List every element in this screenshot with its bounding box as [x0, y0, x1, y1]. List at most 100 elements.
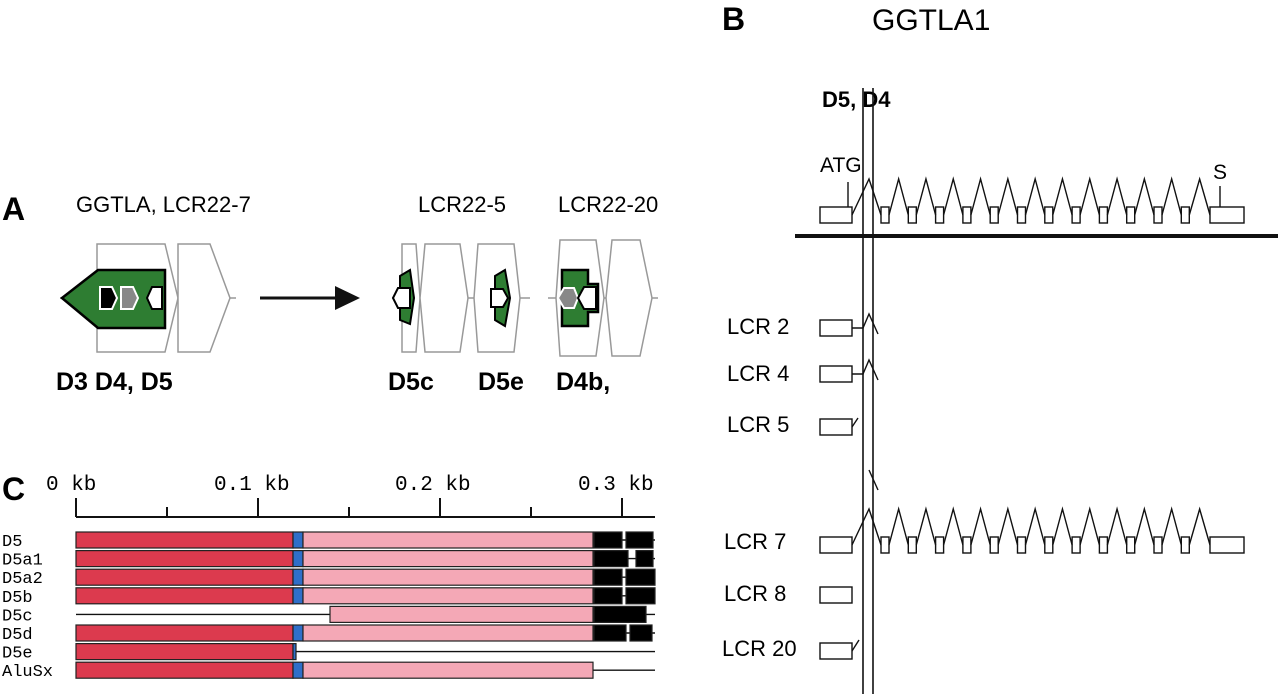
track-segment-blue	[292, 531, 304, 549]
d5-d4-label: D5, D4	[822, 87, 891, 112]
group2-segments	[391, 243, 530, 353]
exon	[1016, 206, 1027, 224]
label-d4b: D4b,	[556, 368, 610, 396]
track-segment-pink	[302, 549, 594, 568]
atg-label: ATG	[820, 154, 862, 177]
track-row: D5	[2, 531, 655, 552]
axis-ruler	[75, 498, 655, 518]
s-label: S	[1213, 161, 1227, 184]
group1-segments	[60, 243, 236, 353]
track-segment-red	[75, 549, 294, 568]
track-segment-black	[625, 568, 656, 586]
track-row: D5d	[2, 624, 655, 645]
group3-title: LCR22-20	[558, 192, 658, 217]
track-segment-black	[635, 549, 654, 568]
track-segment-pink	[302, 624, 594, 642]
lcr-exon	[819, 319, 853, 337]
exon	[1016, 536, 1027, 554]
label-d5c: D5c	[388, 368, 434, 396]
track-segment-black	[629, 624, 653, 642]
lcr-exon	[819, 418, 853, 436]
track-segment-pink	[302, 587, 594, 605]
lcr22-7-outline	[177, 243, 231, 353]
exon	[880, 206, 890, 224]
track-row: D5b	[2, 587, 656, 608]
group1-title: GGTLA, LCR22-7	[76, 192, 251, 217]
panel-c: C 0 kb 0.1 kb 0.2 kb 0.3 kb D5D5a1D5a2D5…	[2, 471, 656, 682]
track-segment-black	[593, 605, 647, 624]
track-segment-blue	[292, 549, 304, 568]
track-segment-black	[625, 587, 656, 605]
exon	[962, 536, 972, 554]
lcr-exon	[819, 586, 853, 604]
track-row: D5a1	[2, 549, 655, 571]
track-segment-red	[75, 624, 294, 642]
exon	[1180, 206, 1191, 224]
lcr-row-label: LCR 4	[727, 361, 789, 386]
track-segment-red	[75, 568, 294, 586]
track-row: AluSx	[2, 661, 655, 682]
lcr-rows: LCR 2 LCR 4 LCR 5 LCR 7 LCR 8 LCR 20	[722, 312, 1245, 661]
track-segment-blue	[292, 587, 304, 605]
track-segment-red	[75, 661, 294, 679]
panel-b: B GGTLA1 D5, D4 ATG S LCR 2 LCR 4 LCR 5 …	[722, 1, 1278, 694]
first-exon	[819, 206, 853, 224]
track-label: D5	[2, 533, 22, 552]
track-segment-blue	[292, 568, 304, 586]
exon	[989, 536, 999, 554]
d5e-marker	[490, 288, 510, 308]
group2-title: LCR22-5	[418, 192, 506, 217]
exon	[1153, 206, 1163, 224]
track-label: D5a1	[2, 552, 43, 571]
last-exon	[1209, 206, 1245, 224]
exon	[1153, 536, 1163, 554]
group3-segments	[548, 239, 658, 357]
lcr-row-label: LCR 20	[722, 636, 797, 661]
lcr22-5-segment-b	[419, 243, 469, 353]
exon	[907, 206, 917, 224]
lcr-exon	[819, 642, 853, 660]
track-segment-blue	[292, 642, 297, 661]
track-label: D5b	[2, 589, 33, 608]
first-exon	[819, 536, 853, 554]
d3-marker	[99, 286, 119, 310]
exon	[989, 206, 999, 224]
track-row: D5a2	[2, 568, 656, 589]
track-segment-blue	[292, 624, 304, 642]
track-segment-pink	[302, 531, 594, 549]
track-segment-red	[75, 587, 294, 605]
panel-a: A GGTLA, LCR22-7 LCR22-5 LCR22-20 D3 D4,…	[2, 191, 658, 396]
lcr7-gene-structure	[819, 506, 1245, 554]
track-label: D5e	[2, 645, 33, 664]
exon	[907, 536, 917, 554]
lcr-row-label: LCR 5	[727, 412, 789, 437]
axis-tick-label: 0.2 kb	[395, 474, 471, 497]
track-label: D5d	[2, 626, 33, 645]
transition-arrow	[260, 286, 360, 310]
exon	[962, 206, 972, 224]
exon	[934, 536, 945, 554]
panel-b-title: GGTLA1	[872, 4, 990, 37]
track-segment-red	[75, 642, 294, 661]
track-segment-red	[75, 531, 294, 549]
track-segment-pink	[302, 568, 594, 586]
exon	[880, 536, 890, 554]
track-segment-pink	[302, 661, 594, 679]
d5c-marker	[391, 287, 411, 309]
track-segment-black	[593, 549, 629, 568]
ggtla1-gene-structure	[819, 176, 1245, 224]
track-label: D5a2	[2, 570, 43, 589]
track-row: D5e	[2, 642, 655, 664]
exon	[1125, 206, 1136, 224]
track-segment-black	[593, 531, 623, 549]
last-exon	[1209, 536, 1245, 554]
panel-a-letter: A	[2, 191, 25, 227]
exon	[1098, 206, 1109, 224]
label-d3-d4-d5: D3 D4, D5	[56, 368, 173, 396]
track-row: D5c	[2, 605, 655, 626]
lcr-row-label: LCR 2	[727, 314, 789, 339]
exon	[934, 206, 945, 224]
exon	[1071, 206, 1081, 224]
